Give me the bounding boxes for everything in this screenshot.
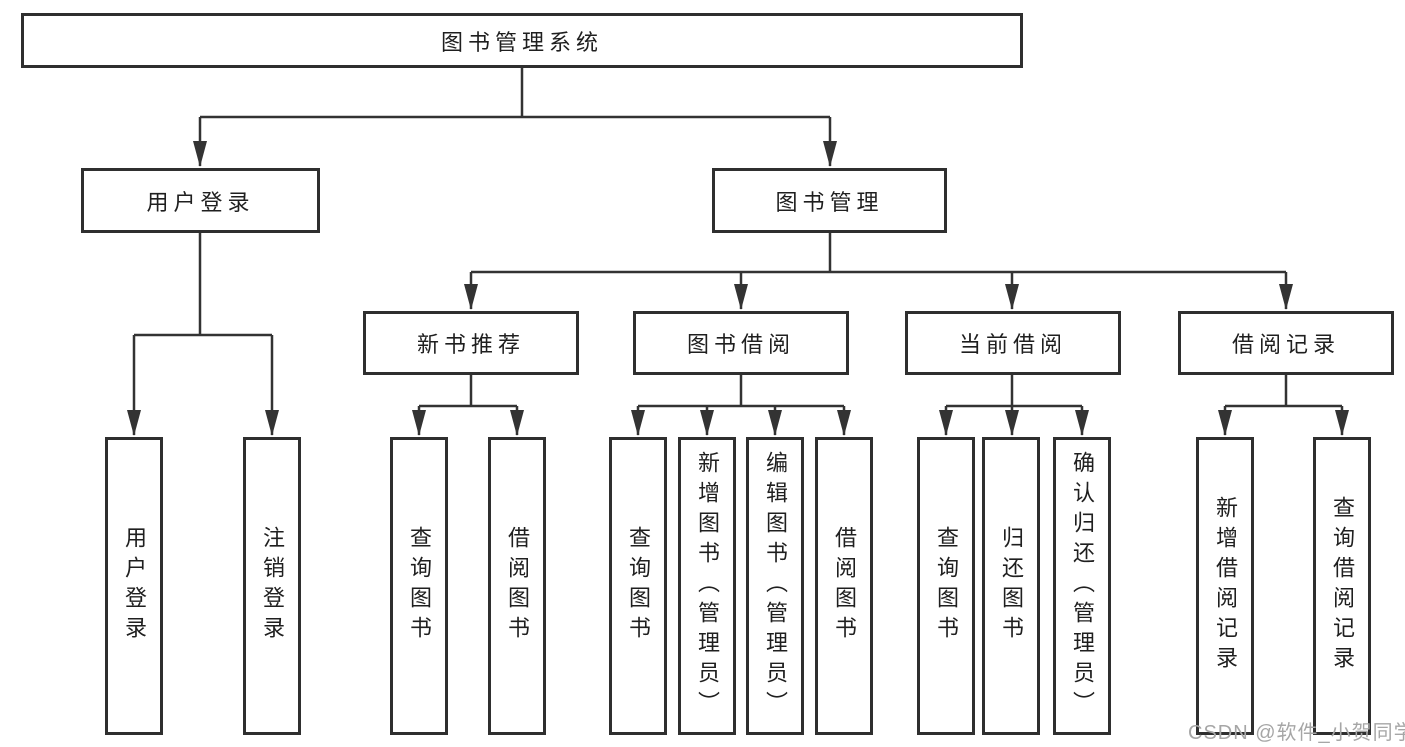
node-user-login: 用户登录 [81,168,320,233]
csdn-watermark: CSDN @软件_小贺同学 [1188,722,1405,744]
leaf-borrowing-query-books: 查询图书 [609,437,667,735]
leaf-borrowing-add-books-admin: 新增图书（管理员） [678,437,736,735]
node-book-management: 图书管理 [712,168,947,233]
leaf-current-query-books: 查询图书 [917,437,975,735]
leaf-recommend-borrow-books: 借阅图书 [488,437,546,735]
leaf-logout-login: 注销登录 [243,437,301,735]
node-current-borrowing: 当前借阅 [905,311,1121,375]
leaf-borrowing-edit-books-admin: 编辑图书（管理员） [746,437,804,735]
leaf-user-login: 用户登录 [105,437,163,735]
node-book-borrowing: 图书借阅 [633,311,849,375]
node-root: 图书管理系统 [21,13,1023,68]
leaf-records-query-record: 查询借阅记录 [1313,437,1371,735]
leaf-recommend-query-books: 查询图书 [390,437,448,735]
leaf-records-add-record: 新增借阅记录 [1196,437,1254,735]
leaf-current-confirm-return-admin: 确认归还（管理员） [1053,437,1111,735]
node-borrowing-records: 借阅记录 [1178,311,1394,375]
leaf-borrowing-borrow-books: 借阅图书 [815,437,873,735]
node-new-book-recommendation: 新书推荐 [363,311,579,375]
leaf-current-return-books: 归还图书 [982,437,1040,735]
